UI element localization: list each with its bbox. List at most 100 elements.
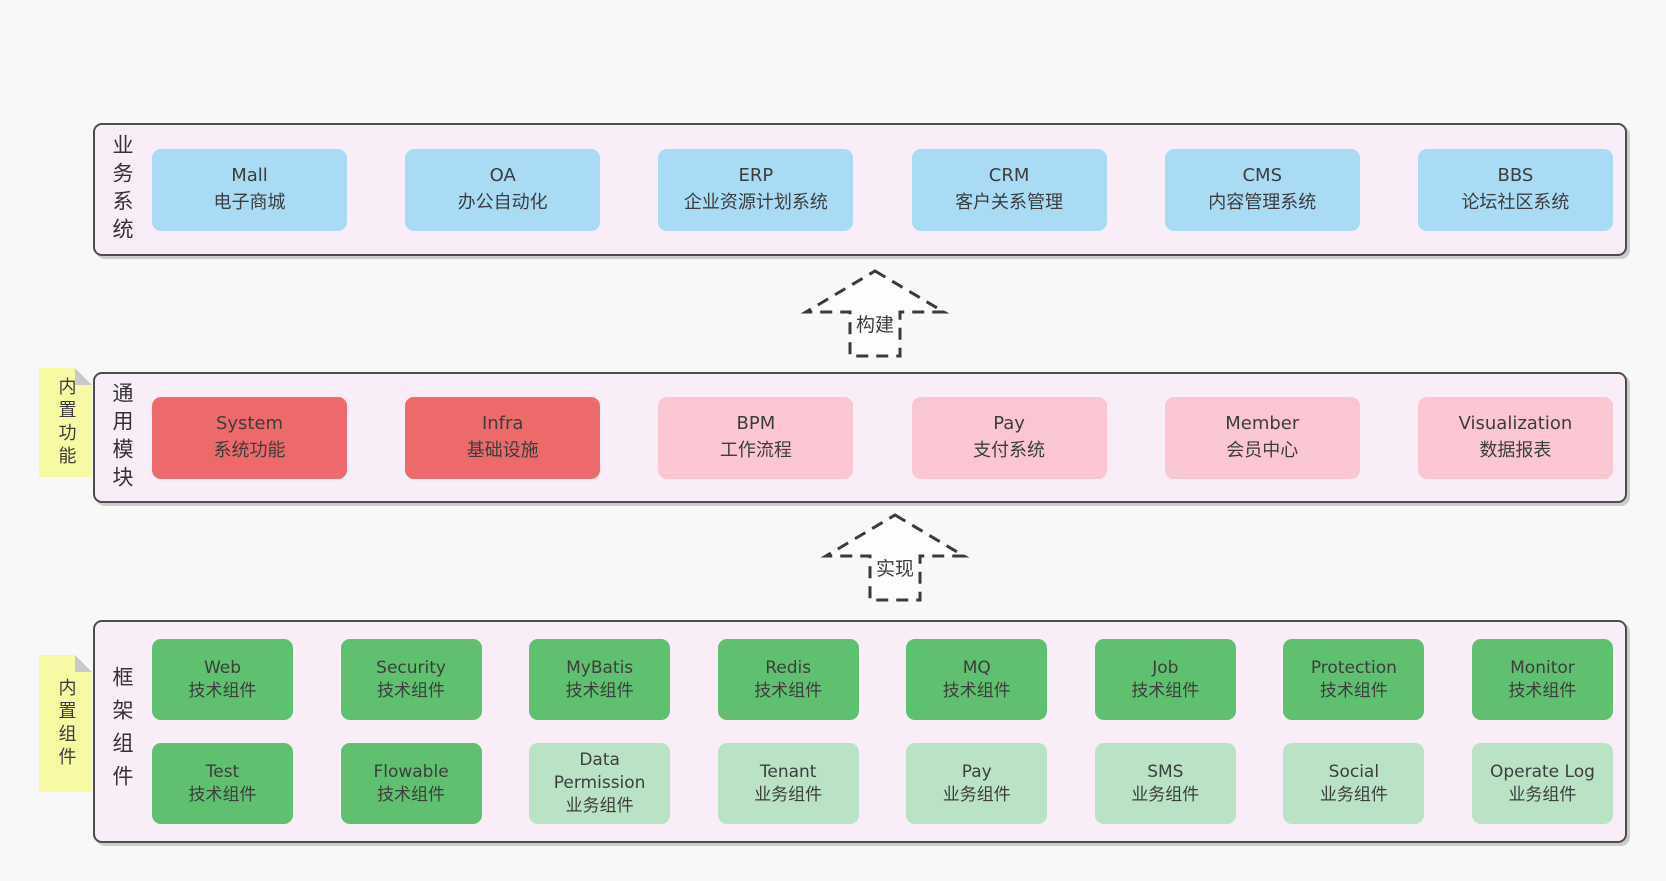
sticky-note-built-in-functions: 内置功能: [39, 368, 92, 477]
box-subtitle: 支付系统: [973, 439, 1046, 461]
box-mq: MQ 技术组件: [906, 639, 1048, 720]
box-subtitle: 数据报表: [1479, 439, 1552, 461]
layer-common-modules: 通用模块 System 系统功能 Infra 基础设施 BPM 工作流程 Pay…: [93, 372, 1627, 503]
arrow-implement: 实现: [820, 513, 970, 602]
box-row: Web 技术组件 Security 技术组件 MyBatis 技术组件 Redi…: [152, 639, 1613, 720]
box-tenant: Tenant 业务组件: [717, 743, 859, 824]
note-fold-corner-icon: [75, 368, 92, 385]
box-pay: Pay 支付系统: [911, 396, 1107, 479]
box-title: Flowable: [373, 761, 449, 782]
box-security: Security 技术组件: [340, 639, 482, 720]
note-text: 内置组件: [55, 677, 77, 770]
box-row: Test 技术组件 Flowable 技术组件 Data Permission …: [152, 743, 1613, 824]
box-subtitle: 论坛社区系统: [1461, 191, 1570, 213]
box-subtitle: 业务组件: [1508, 784, 1577, 805]
box-erp: ERP 企业资源计划系统: [658, 148, 854, 231]
layer-vertical-label: 框架组件: [110, 665, 134, 798]
layer-vertical-label: 通用模块: [110, 381, 134, 494]
box-member: Member 会员中心: [1164, 396, 1360, 479]
box-subtitle: 办公自动化: [457, 191, 548, 213]
box-subtitle: 业务组件: [942, 784, 1011, 805]
box-title: ERP: [738, 165, 774, 187]
up-block-arrow-icon: [800, 269, 950, 358]
box-redis: Redis 技术组件: [717, 639, 859, 720]
box-flowable: Flowable 技术组件: [340, 743, 482, 824]
box-subtitle: 业务组件: [754, 784, 823, 805]
box-title: Data Permission: [553, 750, 646, 794]
box-title: MyBatis: [566, 657, 634, 678]
box-subtitle: 企业资源计划系统: [683, 191, 828, 213]
arrow-label: 实现: [876, 558, 914, 580]
box-operate-log: Operate Log 业务组件: [1471, 743, 1613, 824]
layer-content: System 系统功能 Infra 基础设施 BPM 工作流程 Pay 支付系统…: [152, 374, 1613, 501]
box-subtitle: 业务组件: [1131, 784, 1200, 805]
box-subtitle: 业务组件: [565, 795, 634, 816]
box-title: Member: [1225, 413, 1300, 435]
box-bpm: BPM 工作流程: [658, 396, 854, 479]
box-row: System 系统功能 Infra 基础设施 BPM 工作流程 Pay 支付系统…: [152, 396, 1613, 479]
box-title: Tenant: [759, 761, 817, 782]
box-title: OA: [489, 165, 516, 187]
box-test: Test 技术组件: [152, 743, 293, 824]
box-title: Visualization: [1458, 413, 1573, 435]
box-visualization: Visualization 数据报表: [1417, 396, 1613, 479]
box-subtitle: 技术组件: [377, 680, 446, 701]
layer-vertical-label: 业务系统: [110, 133, 134, 246]
box-system: System 系统功能: [152, 396, 347, 479]
box-title: Web: [203, 657, 242, 678]
box-subtitle: 技术组件: [565, 680, 634, 701]
box-subtitle: 业务组件: [1319, 784, 1388, 805]
box-subtitle: 技术组件: [1131, 680, 1200, 701]
up-block-arrow-icon: [820, 513, 970, 602]
box-pay-component: Pay 业务组件: [906, 743, 1048, 824]
layer-business-systems: 业务系统 Mall 电子商城 OA 办公自动化 ERP 企业资源计划系统 CRM…: [93, 123, 1627, 256]
sticky-note-built-in-components: 内置组件: [39, 655, 92, 792]
box-subtitle: 工作流程: [719, 439, 792, 461]
box-subtitle: 系统功能: [213, 439, 286, 461]
box-title: BBS: [1497, 165, 1534, 187]
box-title: Job: [1152, 657, 1179, 678]
layer-content: Mall 电子商城 OA 办公自动化 ERP 企业资源计划系统 CRM 客户关系…: [152, 125, 1613, 254]
box-subtitle: 技术组件: [1508, 680, 1577, 701]
box-title: Operate Log: [1489, 761, 1595, 782]
box-row: Mall 电子商城 OA 办公自动化 ERP 企业资源计划系统 CRM 客户关系…: [152, 148, 1613, 231]
box-title: Monitor: [1510, 657, 1575, 678]
box-subtitle: 基础设施: [466, 439, 539, 461]
box-title: Redis: [765, 657, 812, 678]
box-title: CRM: [988, 165, 1030, 187]
box-oa: OA 办公自动化: [405, 148, 601, 231]
arrow-label: 构建: [856, 314, 894, 336]
box-subtitle: 技术组件: [188, 784, 257, 805]
box-title: Pay: [993, 413, 1025, 435]
box-mall: Mall 电子商城: [152, 148, 347, 231]
box-mybatis: MyBatis 技术组件: [529, 639, 671, 720]
box-title: Security: [376, 657, 446, 678]
box-cms: CMS 内容管理系统: [1164, 148, 1360, 231]
arrow-build: 构建: [800, 269, 950, 358]
box-subtitle: 技术组件: [754, 680, 823, 701]
box-title: System: [215, 413, 284, 435]
box-subtitle: 内容管理系统: [1208, 191, 1317, 213]
note-fold-corner-icon: [75, 655, 92, 672]
box-title: Social: [1328, 761, 1380, 782]
box-subtitle: 技术组件: [1319, 680, 1388, 701]
box-subtitle: 技术组件: [377, 784, 446, 805]
box-title: Mall: [231, 165, 268, 187]
box-subtitle: 客户关系管理: [955, 191, 1064, 213]
box-subtitle: 电子商城: [213, 191, 286, 213]
box-title: Pay: [961, 761, 992, 782]
box-title: MQ: [962, 657, 991, 678]
box-title: Protection: [1310, 657, 1397, 678]
box-title: Infra: [481, 413, 524, 435]
box-sms: SMS 业务组件: [1094, 743, 1236, 824]
box-title: CMS: [1242, 165, 1283, 187]
box-title: Test: [205, 761, 240, 782]
box-bbs: BBS 论坛社区系统: [1417, 148, 1613, 231]
box-data-permission: Data Permission 业务组件: [529, 743, 671, 824]
box-protection: Protection 技术组件: [1283, 639, 1425, 720]
box-monitor: Monitor 技术组件: [1471, 639, 1613, 720]
box-subtitle: 会员中心: [1226, 439, 1299, 461]
box-subtitle: 技术组件: [188, 680, 257, 701]
box-subtitle: 技术组件: [942, 680, 1011, 701]
